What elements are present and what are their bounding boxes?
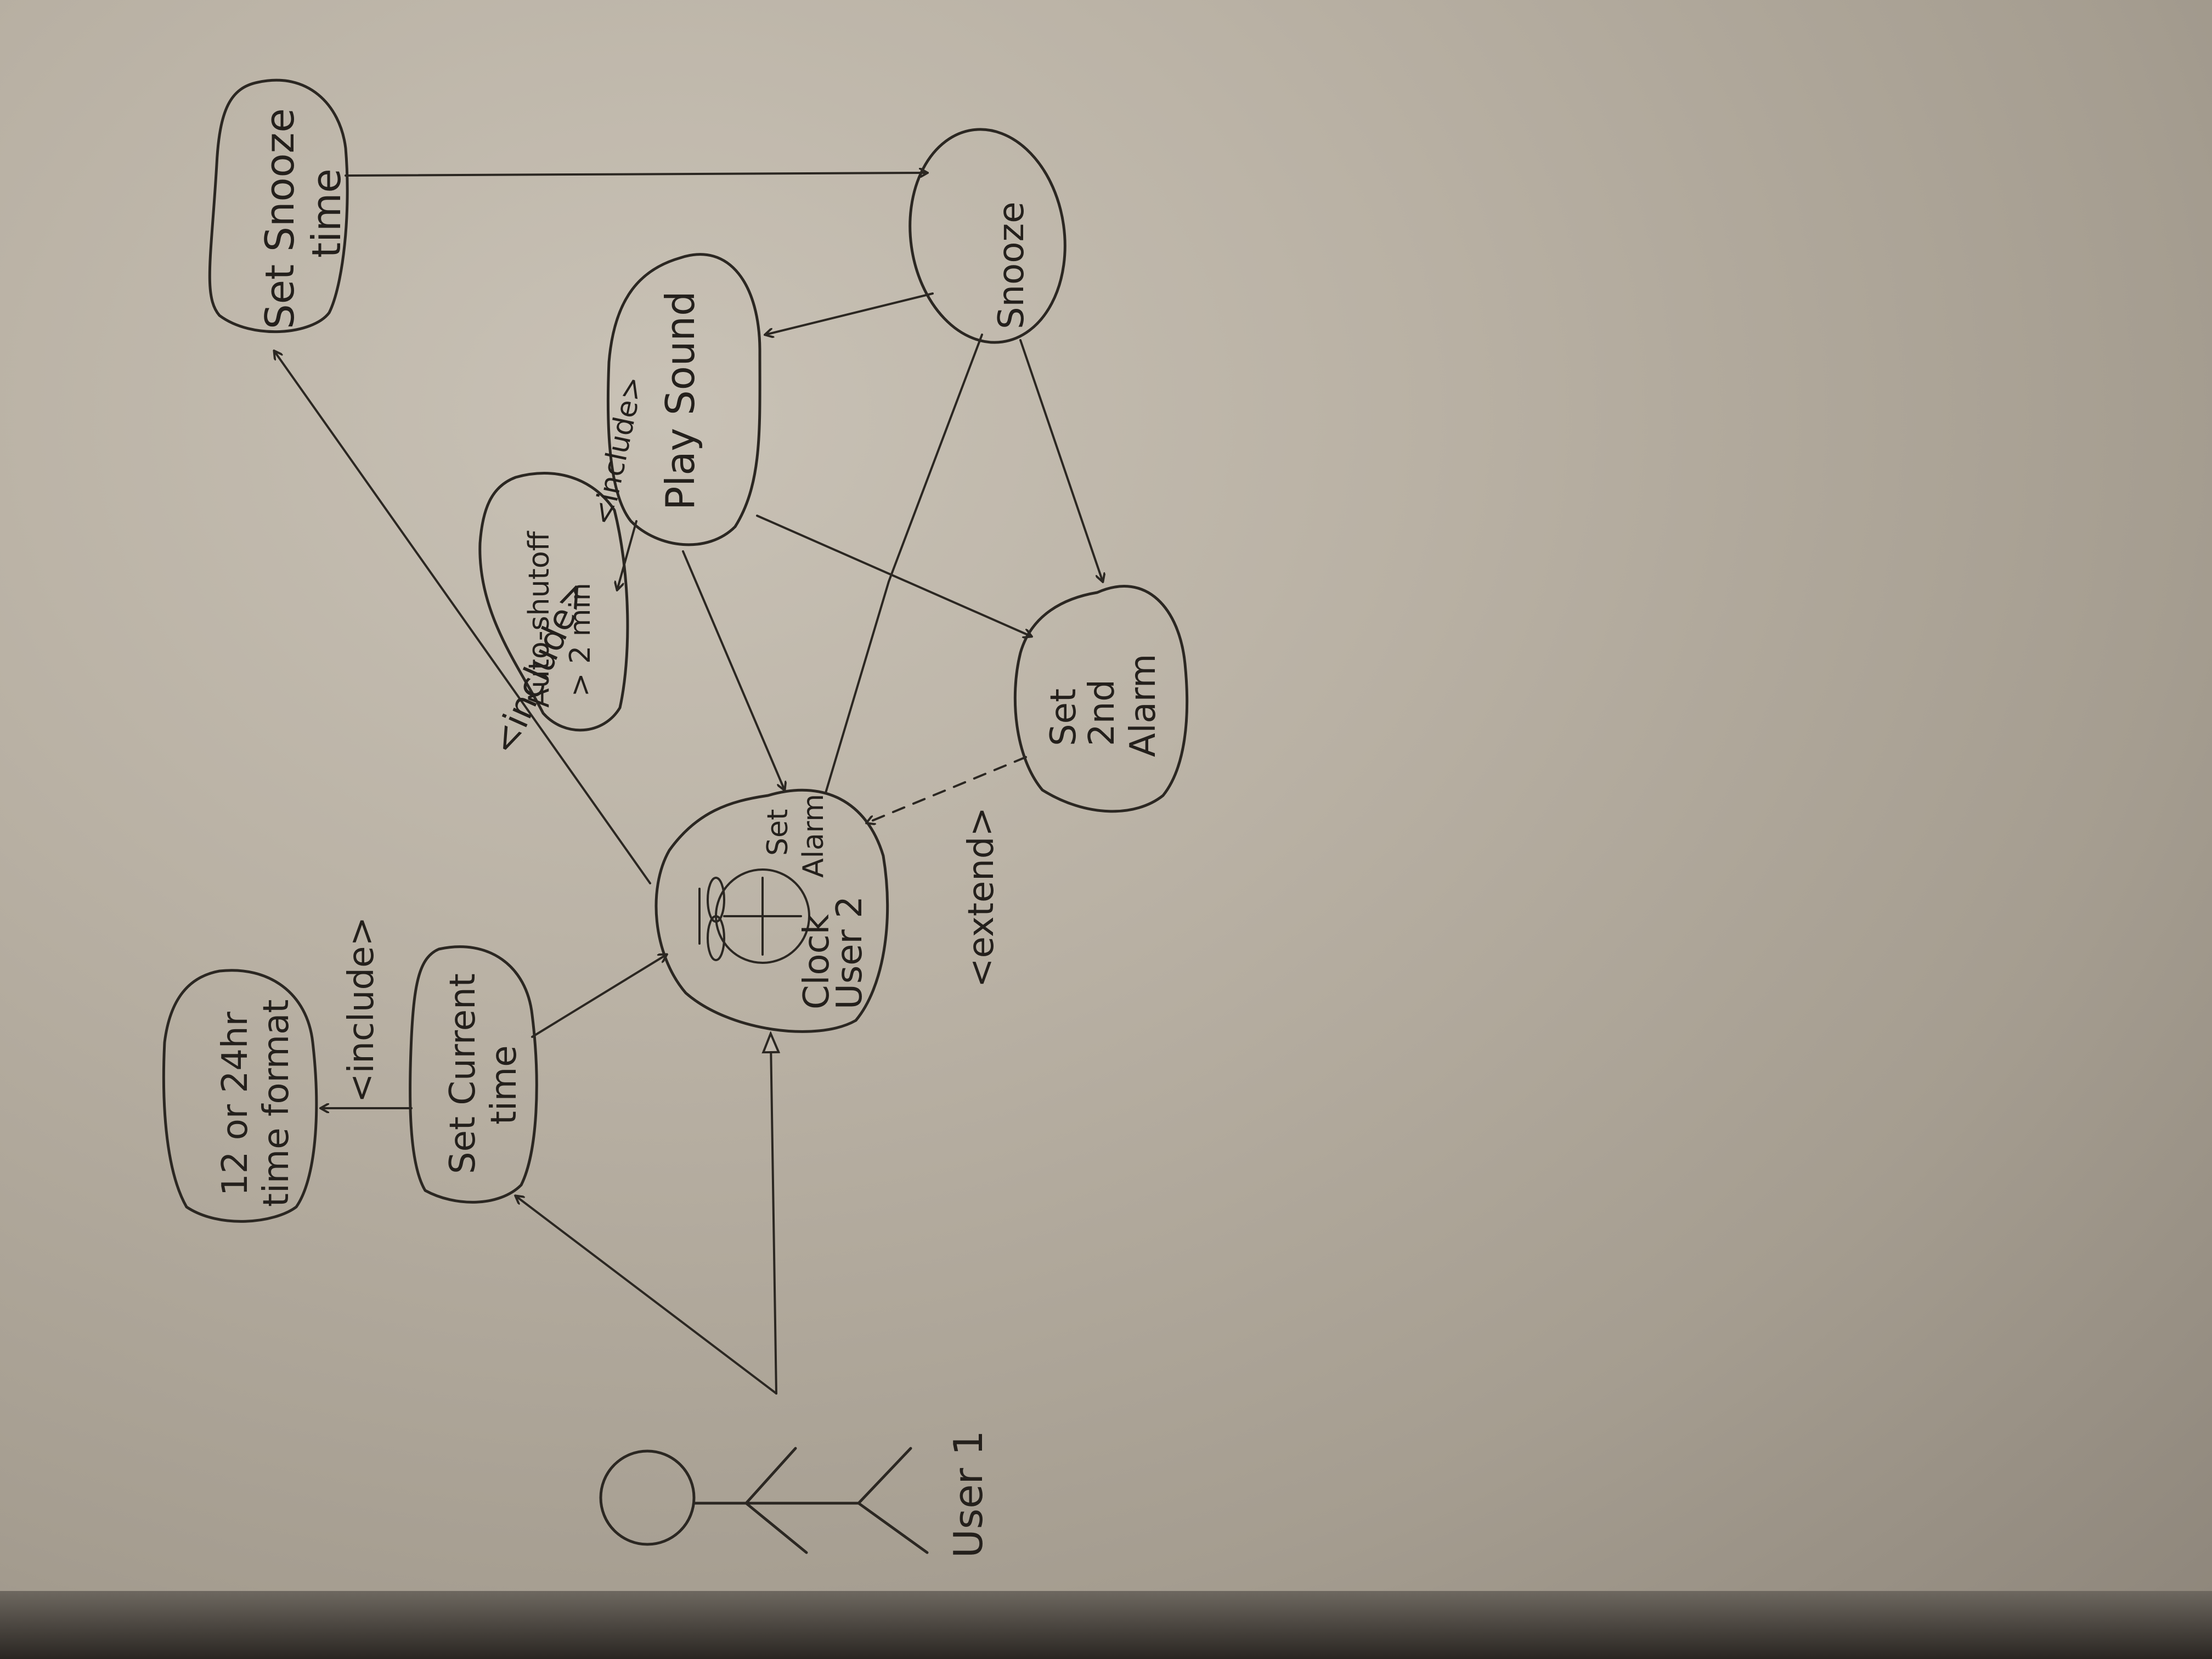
- include-label-time-format: <include>: [341, 917, 382, 1103]
- set-snooze-time-label-1: Set Snooze: [257, 108, 303, 329]
- use-case-set-current-time: Set Current time: [409, 945, 538, 1204]
- set-alarm-label-4: User 2: [830, 896, 870, 1009]
- connectors: [274, 173, 1103, 1395]
- extend-label-2nd-alarm: <extend>: [961, 807, 1002, 988]
- set-2nd-alarm-label-2: 2nd: [1082, 679, 1122, 746]
- arrow-user1-to-current-time: [516, 1196, 777, 1395]
- time-format-label-1: 12 or 24hr: [215, 1011, 256, 1196]
- line-set-alarm-to-snooze: [825, 334, 983, 794]
- arrow-extend-2nd-alarm: [867, 756, 1027, 823]
- set-alarm-label-1: Set: [761, 809, 794, 856]
- use-case-play-sound: Play Sound: [606, 253, 761, 546]
- use-case-snooze: Snooze: [909, 128, 1066, 344]
- clock-icon: [698, 868, 810, 964]
- generalization-user1-to-user2: [771, 1042, 776, 1395]
- set-current-time-label-2: time: [484, 1045, 524, 1125]
- play-sound-label: Play Sound: [657, 291, 703, 510]
- use-case-time-format: 12 or 24hr time format: [162, 969, 318, 1223]
- auto-shutoff-label-2: > 2 min: [564, 583, 597, 697]
- set-2nd-alarm-label-3: Alarm: [1123, 654, 1164, 757]
- arrow-play-sound-to-set-alarm: [682, 550, 785, 790]
- arrow-include-auto-shutoff: [617, 520, 637, 590]
- snooze-label: Snooze: [991, 202, 1032, 329]
- use-case-set-2nd-alarm: Set 2nd Alarm: [1013, 585, 1189, 813]
- set-current-time-label-1: Set Current: [443, 973, 483, 1174]
- actor-user1: User 1: [599, 1430, 991, 1558]
- use-case-set-snooze-time: Set Snooze time: [208, 78, 349, 334]
- arrow-snooze-to-2nd-alarm: [1019, 339, 1103, 582]
- set-snooze-time-label-2: time: [303, 168, 349, 258]
- arrow-include-snooze-time: [274, 351, 651, 884]
- time-format-label-2: time format: [256, 1000, 297, 1207]
- arrow-play-sound-to-2nd-alarm: [756, 515, 1031, 636]
- include-label-auto-shutoff: <include>: [586, 374, 650, 528]
- arrow-current-time-to-set-alarm: [531, 955, 667, 1038]
- paper-edge-shadow: [0, 1591, 2212, 1659]
- use-case-set-alarm-clock: Set Alarm Clock User 2: [654, 788, 889, 1033]
- set-alarm-label-2: Alarm: [797, 794, 830, 878]
- arrow-snooze-to-play-sound: [765, 292, 934, 335]
- set-2nd-alarm-label-1: Set: [1043, 689, 1084, 746]
- actor-user1-label: User 1: [945, 1430, 991, 1558]
- arrow-snooze-time-to-snooze: [345, 173, 927, 176]
- set-alarm-label-3: Clock: [797, 914, 837, 1009]
- auto-shutoff-label-1: Auto-shutoff: [523, 531, 556, 708]
- use-case-auto-shutoff: Auto-shutoff > 2 min: [478, 472, 629, 732]
